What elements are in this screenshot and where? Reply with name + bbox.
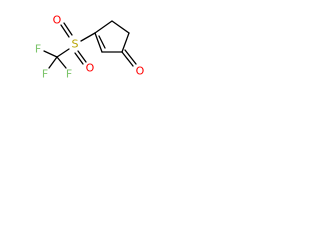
bond-c-f-left <box>43 50 58 58</box>
chemical-structure-diagram: S O O F F F O <box>35 14 145 81</box>
bond-carbonyl-double <box>124 49 137 65</box>
fluorine-bottom-right-label: F <box>66 68 72 81</box>
bond-s-o-bottom <box>77 50 87 63</box>
bond-c5-c1 <box>121 32 130 53</box>
oxygen-bottom-label: O <box>86 62 95 75</box>
oxygen-top-label: O <box>53 14 62 27</box>
bond-c4-c5 <box>111 20 130 34</box>
bond-c3-s <box>80 32 96 42</box>
bond-c2-c3-double <box>98 35 106 49</box>
bond-c3-c4 <box>94 20 113 34</box>
bond-c-f-bottom-right <box>56 56 67 69</box>
fluorine-left-label: F <box>35 43 41 56</box>
bond-s-o-bottom-double <box>74 52 84 65</box>
fluorine-bottom-left-label: F <box>42 68 48 81</box>
bond-s-cf3 <box>56 48 70 58</box>
oxygen-ketone-label: O <box>136 65 145 78</box>
bond-c-f-bottom-left <box>48 56 58 69</box>
bond-carbonyl <box>121 51 134 67</box>
bond-c2-c3 <box>94 32 103 53</box>
sulfur-label: S <box>72 38 79 51</box>
bond-s-o-top <box>60 24 70 38</box>
bond-s-o-top-double <box>63 22 73 36</box>
